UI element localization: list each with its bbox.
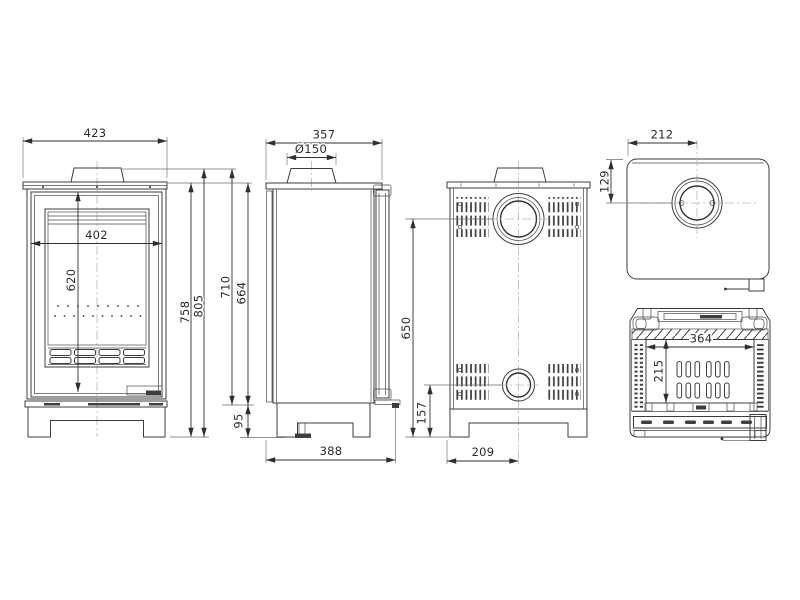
dim-firebox-opening-width: 364: [690, 332, 713, 346]
side-door-handle: [374, 399, 401, 405]
front-door-frame: [30, 191, 163, 398]
top-dimensions: 212 129: [596, 126, 697, 204]
dim-rear-inlet-centre-height: 157: [415, 402, 429, 425]
rear-vent-slats: [456, 197, 581, 401]
front-vent-grille: [49, 349, 145, 364]
dim-side-flue-diameter: Ø150: [295, 142, 327, 156]
dim-front-door-height: 620: [64, 269, 78, 292]
rear-view: [446, 161, 591, 464]
side-door-hinge-top: [373, 184, 392, 197]
dim-front-overall-width: 423: [84, 126, 107, 140]
firebox-baffle-slots: [676, 361, 730, 399]
front-view: [22, 161, 168, 438]
front-base-plinth: [27, 406, 166, 438]
side-rear-panel: [266, 190, 273, 403]
dim-side-base-height: 95: [232, 413, 246, 428]
rear-air-inlet-circle: [498, 368, 539, 402]
rear-base-plinth: [449, 408, 588, 438]
rear-dimensions: 650 157 209: [398, 218, 519, 464]
firebox-ash-lip-dashes: [641, 420, 752, 424]
dim-top-flue-centre-from-rear: 129: [598, 170, 612, 193]
front-door-latch: [126, 385, 163, 396]
dim-front-body-height: 758: [178, 301, 192, 324]
front-dimensions: 423 402 620 758 805: [22, 125, 252, 438]
dim-side-height-over-collar: 710: [219, 276, 233, 299]
side-door-profile: [375, 189, 390, 399]
dim-side-top-depth: 357: [313, 128, 336, 142]
firebox-floor-clips: [644, 402, 758, 412]
side-top-plate: [265, 182, 383, 190]
firebox-dimensions: 364 215: [646, 330, 754, 403]
side-view: [265, 161, 401, 438]
side-body-outline: [272, 188, 375, 404]
rear-flue-outlet-circle: [488, 193, 549, 245]
firebox-foot-left: [633, 430, 646, 438]
firebox-view: [629, 308, 771, 441]
dim-front-total-height: 805: [192, 295, 206, 318]
dim-top-flue-centre-from-side: 212: [651, 128, 674, 142]
dim-firebox-opening-height: 215: [652, 360, 666, 383]
top-view: [626, 140, 770, 292]
dim-side-body-height-above-base: 664: [235, 282, 249, 305]
side-levelling-foot: [298, 422, 306, 435]
side-dimensions: 357 Ø150 710 664 95 388: [217, 126, 396, 463]
rear-flue-collar: [493, 167, 547, 183]
top-door-handle: [724, 278, 765, 292]
top-plate-outline: [626, 158, 770, 280]
dim-front-door-width: 402: [85, 228, 108, 242]
dim-side-base-depth: 388: [320, 444, 343, 458]
front-air-holes: [54, 305, 142, 317]
front-glass-frame: [44, 208, 150, 368]
front-body-outline: [26, 188, 167, 400]
firebox-foot-right: [754, 430, 767, 438]
firebox-door-handle: [720, 414, 767, 441]
dim-rear-flue-centre-offset: 209: [472, 445, 495, 459]
front-flue-collar: [70, 167, 125, 183]
side-base-plinth: [276, 402, 371, 438]
front-glass: [47, 211, 147, 346]
top-flue-collar-circle: [671, 177, 723, 229]
firebox-top-recess: [657, 311, 743, 322]
dim-rear-flue-centre-height: 650: [399, 317, 413, 340]
